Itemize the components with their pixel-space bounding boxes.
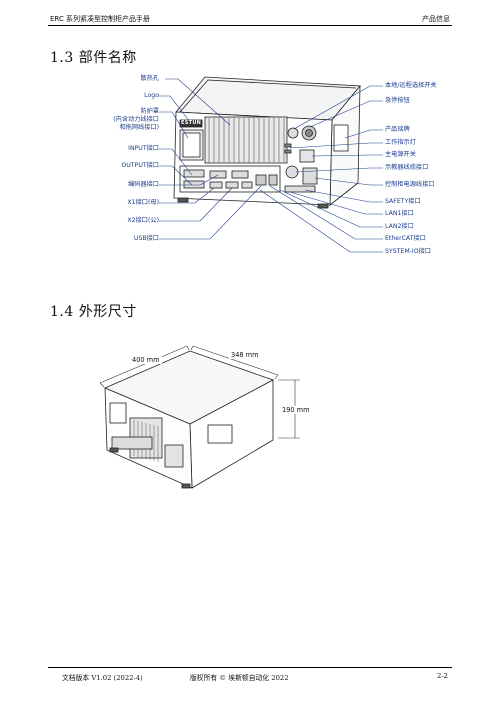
- label-power-cable-port: 控制柜电源线接口: [385, 181, 435, 188]
- footer-page-number: 2-2: [437, 672, 448, 680]
- label-input-port: INPUT接口: [128, 145, 159, 152]
- header-rule: [48, 25, 452, 26]
- footer-rule: [48, 667, 452, 668]
- label-protective-cover: 防护罩: [140, 108, 159, 115]
- label-x2-port: X2接口(公): [127, 217, 159, 224]
- label-usb-port: USB接口: [133, 235, 159, 242]
- label-safety-port: SAFETY接口: [385, 198, 421, 205]
- label-protective-cover-note-2: 和拖网线接口): [119, 124, 159, 131]
- label-teach-pendant-port: 示教器线缆接口: [385, 164, 429, 171]
- label-nameplate: 产品铭牌: [385, 126, 410, 133]
- label-system-io-port: SYSTEM-IO接口: [385, 248, 431, 255]
- label-local-remote-switch: 本地/远程选择开关: [385, 82, 437, 89]
- label-work-indicator: 工作指示灯: [385, 139, 416, 146]
- label-emergency-stop: 急停按钮: [385, 97, 410, 104]
- leader-lines-left: [159, 78, 262, 240]
- leader-lines-right: [259, 85, 383, 253]
- label-ethercat-port: EtherCAT接口: [385, 235, 426, 242]
- label-output-port: OUTPUT接口: [121, 162, 159, 169]
- controller-dimension-view: [103, 350, 274, 489]
- label-lan1-port: LAN1接口: [385, 210, 414, 217]
- label-logo: Logo: [144, 92, 159, 99]
- dimension-width: 348 mm: [229, 351, 261, 359]
- label-x1-port: X1接口(母): [127, 199, 159, 206]
- header-chapter-title: 产品信息: [422, 15, 450, 23]
- label-lan2-port: LAN2接口: [385, 223, 414, 230]
- dimension-length: 400 mm: [130, 356, 162, 364]
- label-protective-cover-note-1: (内含动力线接口: [113, 116, 159, 123]
- device-logo: ESTUN: [181, 120, 202, 126]
- header-manual-title: ERC 系列紧凑型控制柜产品手册: [50, 15, 151, 23]
- label-encoder-port: 编码器接口: [128, 181, 159, 188]
- label-main-power-switch: 主电源开关: [385, 151, 416, 158]
- footer-copyright: 版权所有 © 埃斯顿自动化 2022: [190, 674, 289, 682]
- controller-front-view: [173, 76, 361, 209]
- dimension-height: 190 mm: [280, 406, 312, 414]
- label-heat-vent: 散热孔: [140, 75, 159, 82]
- footer-version: 文档版本 V1.02 (2022-4): [62, 674, 143, 682]
- section-title-parts: 1.3 部件名称: [50, 50, 137, 66]
- section-title-dimensions: 1.4 外形尺寸: [50, 304, 137, 320]
